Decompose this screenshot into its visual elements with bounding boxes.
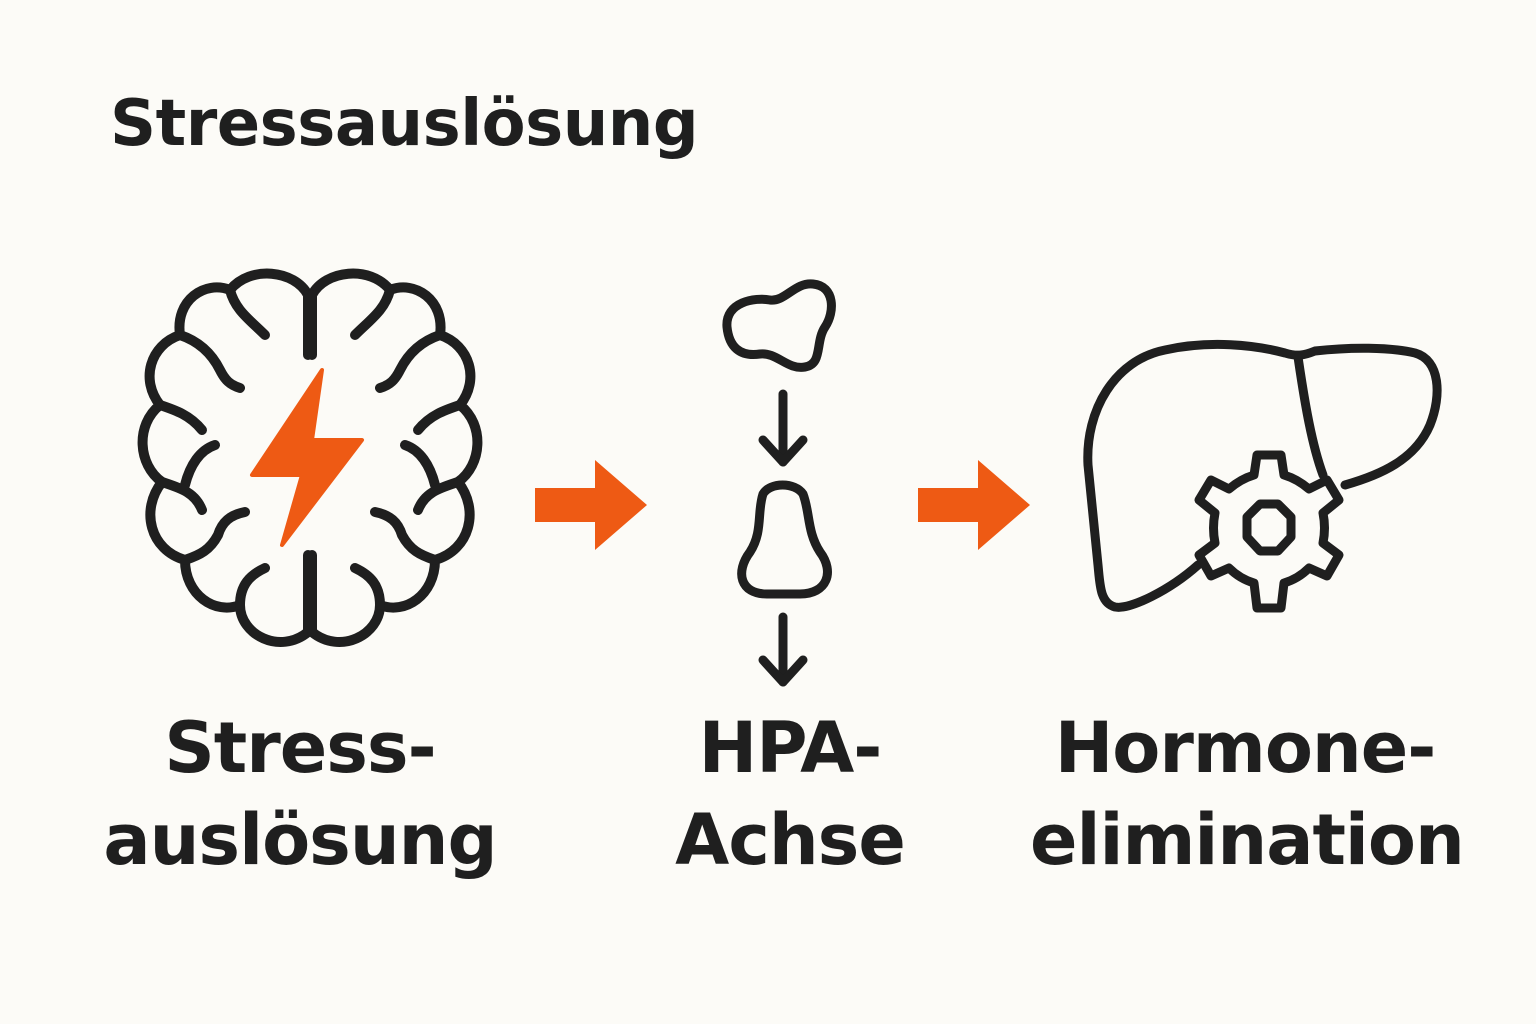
step-label-line1: Hormone-	[1054, 707, 1437, 789]
step-label-line2: Achse	[675, 799, 906, 881]
step-label-line2: elimination	[1030, 799, 1465, 881]
brain-lightning-icon	[137, 268, 483, 647]
step-label-line1: HPA-	[698, 707, 883, 789]
page-title: Stressauslösung	[110, 87, 699, 161]
gear-icon	[1194, 450, 1344, 613]
right-arrow-icon	[918, 460, 1030, 550]
step-label-hormone: Hormone- elimination	[1030, 702, 1465, 886]
step-label-stress: Stress- auslösung	[100, 702, 500, 886]
right-arrow-icon	[535, 460, 647, 550]
liver-gear-icon	[1083, 339, 1442, 613]
step-label-line1: Stress-	[164, 707, 436, 789]
lightning-bolt	[250, 368, 364, 547]
step-label-line2: auslösung	[103, 799, 497, 881]
step-label-hpa: HPA- Achse	[640, 702, 940, 886]
hpa-axis-glands-icon	[722, 279, 836, 687]
